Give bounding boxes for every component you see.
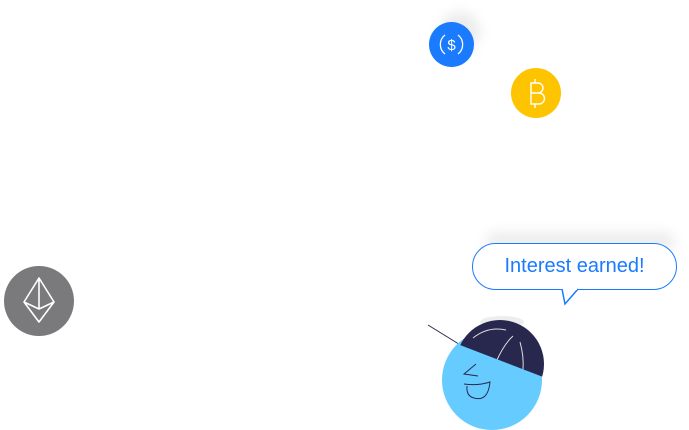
usdc-coin-icon: $ <box>429 22 474 67</box>
bitcoin-coin-icon <box>511 68 561 118</box>
speech-bubble-text: Interest earned! <box>504 255 645 277</box>
character-illustration <box>427 316 544 430</box>
speech-bubble-tail <box>561 288 579 306</box>
svg-text:$: $ <box>447 37 456 54</box>
speech-bubble: Interest earned! <box>472 243 677 290</box>
ethereum-coin-icon <box>4 266 74 336</box>
